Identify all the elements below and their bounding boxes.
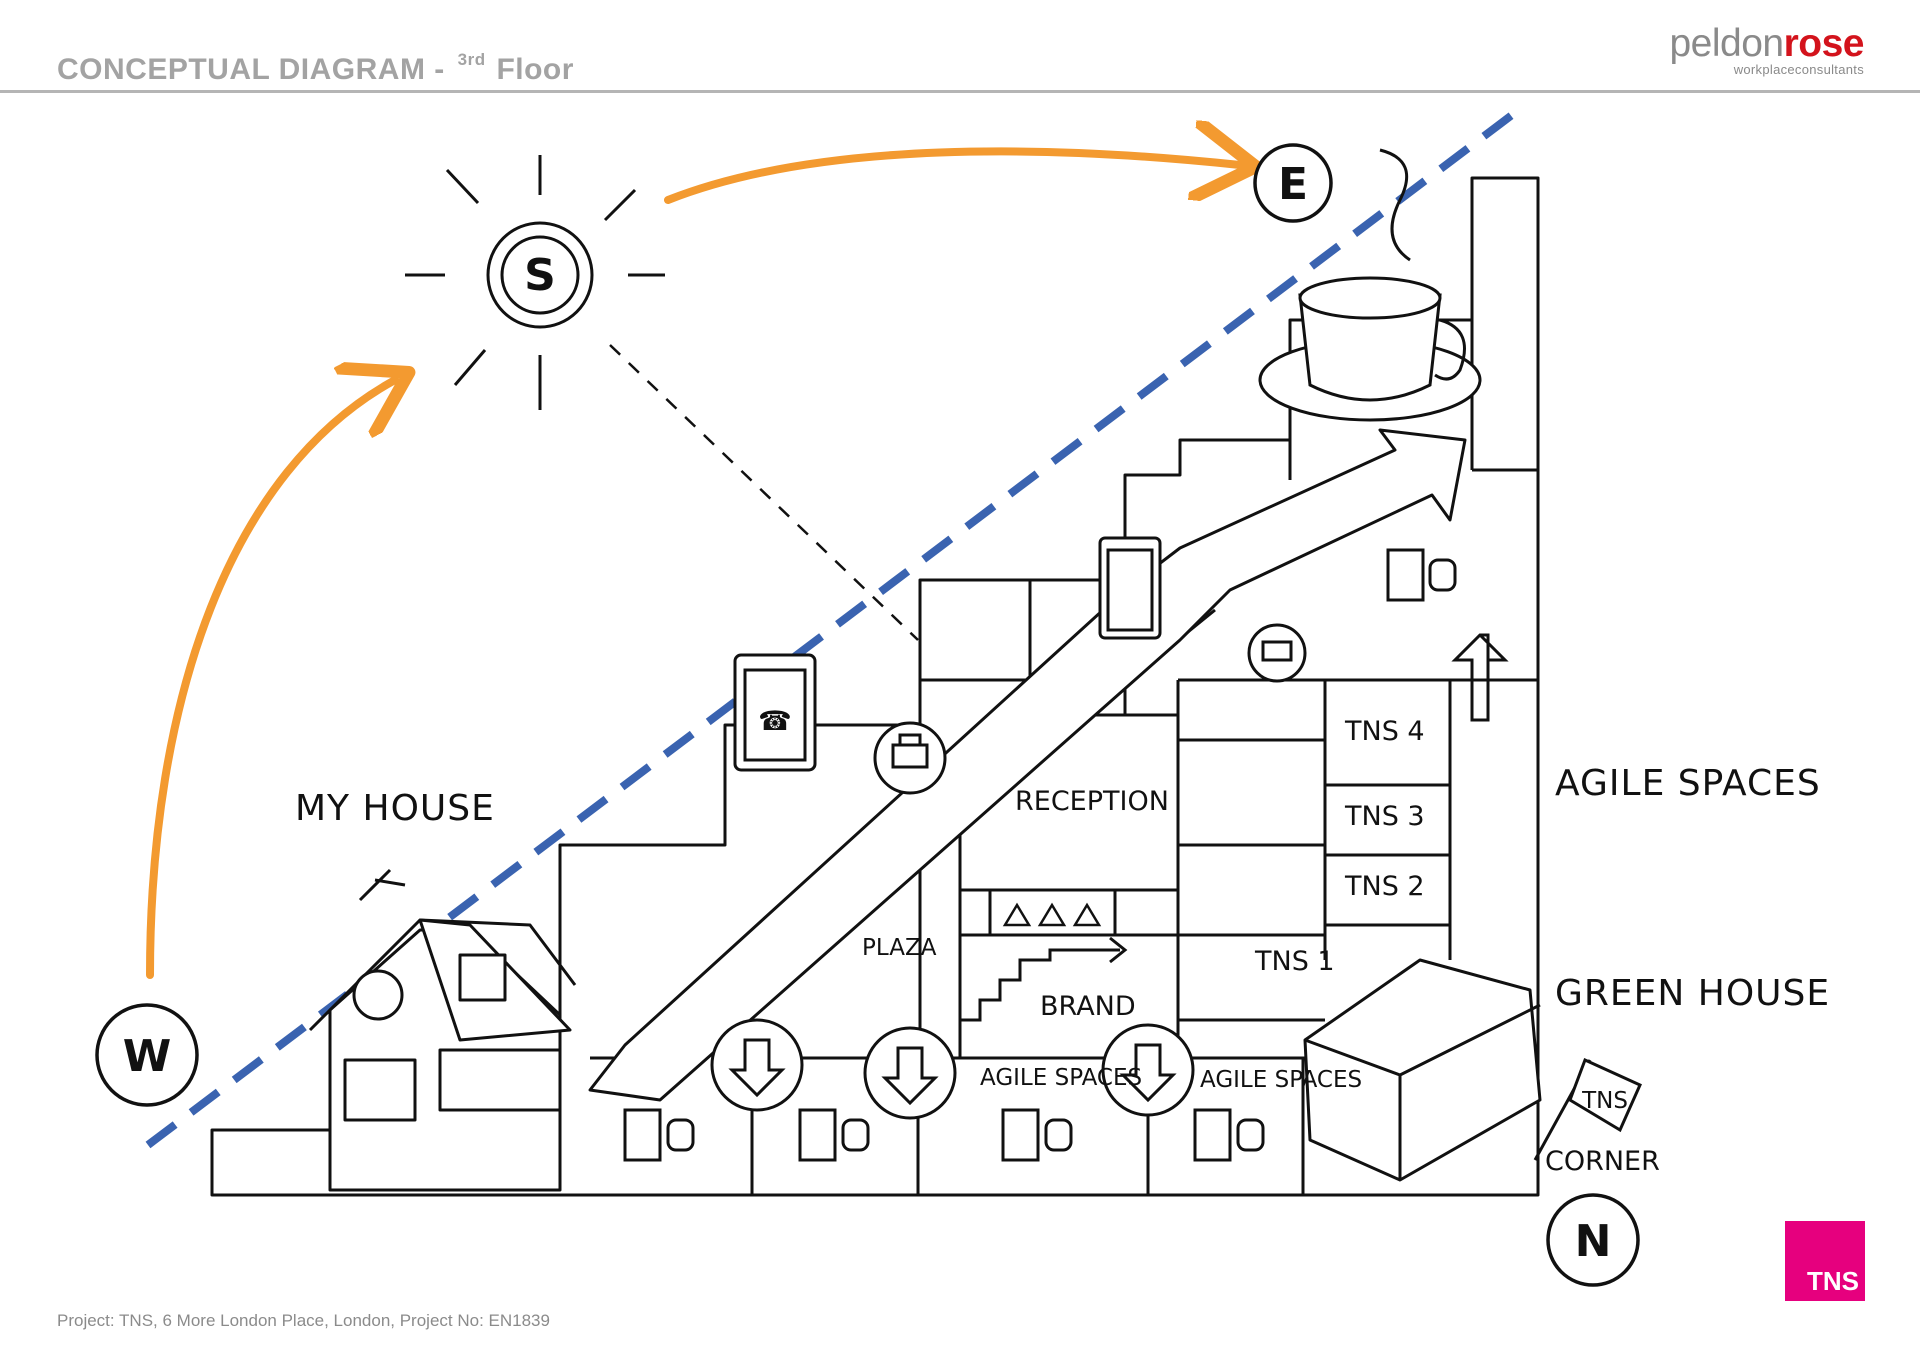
label-agile-spaces-big: AGILE SPACES <box>1555 763 1821 804</box>
desk-icon <box>798 1108 870 1162</box>
desk-icon <box>1193 1108 1265 1162</box>
tns-flag-icon <box>1533 1057 1642 1161</box>
label-green-house: GREEN HOUSE <box>1555 973 1830 1014</box>
phone-box-icon: ☎ <box>733 653 817 772</box>
title-floor-sup: 3rd <box>457 50 486 69</box>
desk-icon <box>1386 548 1457 602</box>
compass-east-label: E <box>1278 159 1308 210</box>
label-tns-corner: CORNER <box>1545 1146 1660 1177</box>
label-plaza: PLAZA <box>862 935 937 961</box>
up-arrow-icon <box>1451 633 1509 722</box>
svg-text:☎: ☎ <box>758 706 792 737</box>
label-brand: BRAND <box>1040 991 1136 1022</box>
title-floor: Floor <box>496 53 574 86</box>
desk-icon <box>1001 1108 1073 1162</box>
logo-part-rose: rose <box>1783 22 1865 65</box>
down-arrow-icon <box>863 1026 957 1120</box>
journey-arrow <box>588 428 1467 1102</box>
sun-path-arrow-west-south <box>146 380 395 979</box>
header-divider <box>0 90 1920 93</box>
down-arrow-icon <box>710 1018 804 1112</box>
logo-subtitle: workplaceconsultants <box>1733 62 1864 77</box>
brand-stairs-icon <box>960 948 1120 1022</box>
compass-east: E <box>1253 143 1333 223</box>
label-my-house: MY HOUSE <box>295 788 495 829</box>
logo-part-peldon: peldon <box>1669 22 1784 65</box>
label-agile-spaces-1: AGILE SPACES <box>980 1065 1142 1091</box>
label-tns-2: TNS 2 <box>1344 871 1425 902</box>
printer-icon <box>873 721 947 795</box>
label-reception: RECEPTION <box>1015 786 1169 817</box>
sun-path-arrow-south-east <box>664 151 1240 200</box>
printer-icon <box>1247 623 1307 683</box>
compass-north: N <box>1546 1193 1640 1287</box>
label-tns-1: TNS 1 <box>1254 946 1335 977</box>
brand-arrow-icon <box>1109 936 1128 964</box>
compass-west: W <box>95 1003 199 1107</box>
sun-icon <box>405 155 665 410</box>
label-tns-3: TNS 3 <box>1344 801 1425 832</box>
page-title: CONCEPTUAL DIAGRAM - 3rd Floor <box>57 50 574 87</box>
triangle-icon <box>1002 902 1102 927</box>
project-footer: Project: TNS, 6 More London Place, Londo… <box>57 1311 550 1330</box>
phone-box-icon <box>1098 536 1162 640</box>
greenhouse-illustration <box>1303 958 1542 1182</box>
tns-logo: TNS <box>1785 1221 1865 1301</box>
brand-triangles-strip <box>988 888 1117 937</box>
sun-ray-dashed-line <box>609 344 919 641</box>
coffee-cup-icon <box>1258 148 1482 422</box>
tns-flag-text: TNS <box>1581 1088 1628 1114</box>
peldonrose-logo: peldonrose workplaceconsultants <box>1669 22 1865 78</box>
down-arrow-icon <box>1101 1023 1195 1117</box>
my-house-illustration <box>308 868 577 1192</box>
compass-north-label: N <box>1575 1216 1612 1267</box>
label-tns-4: TNS 4 <box>1344 716 1425 747</box>
compass-south-label: S <box>524 250 556 301</box>
desk-icon <box>623 1108 695 1162</box>
label-agile-spaces-2: AGILE SPACES <box>1200 1067 1362 1093</box>
tns-logo-text: TNS <box>1807 1266 1859 1296</box>
title-text: CONCEPTUAL DIAGRAM - <box>57 53 445 86</box>
compass-west-label: W <box>123 1031 172 1082</box>
